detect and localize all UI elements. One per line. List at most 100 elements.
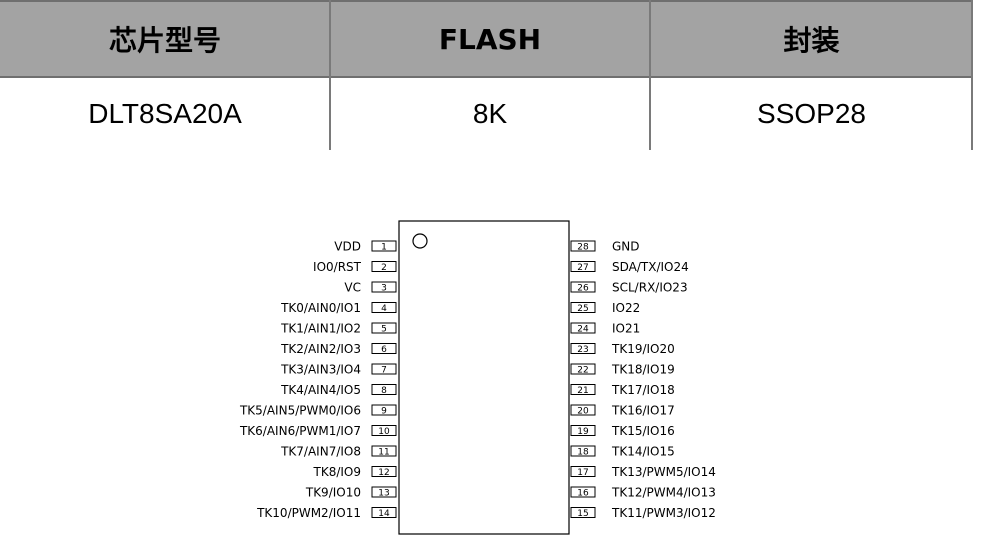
pin-box [371, 261, 397, 272]
pin-label: TK2/AIN2/IO3 [280, 342, 361, 356]
header-flash: FLASH [438, 22, 542, 56]
pin-box [570, 322, 596, 334]
pin-box [371, 404, 397, 416]
pin-box [371, 240, 397, 252]
pin-label: TK3/AIN3/IO4 [280, 363, 361, 377]
pin-box [371, 281, 397, 293]
pin-label: SCL/RX/IO23 [612, 281, 688, 295]
pin-label: TK8/IO9 [313, 465, 362, 479]
column-divider [329, 0, 331, 150]
pin-box [570, 363, 596, 375]
table-right-border [971, 0, 973, 150]
pin-box [570, 425, 596, 436]
header-package: 封装 [783, 24, 840, 57]
pin-box [371, 384, 397, 395]
cell-chip-model: DLT8SA20A [88, 98, 242, 129]
pin-label: TK16/IO17 [611, 404, 675, 418]
pin-box [570, 240, 596, 252]
pin-number: 13 [378, 489, 389, 499]
pin-number: 5 [381, 325, 387, 335]
pin-number: 22 [577, 366, 588, 376]
pin-label: TK4/AIN4/IO5 [280, 383, 361, 397]
pin-label: TK7/AIN7/IO8 [280, 445, 361, 459]
pin-box [371, 466, 397, 477]
pin-box [371, 445, 397, 457]
pin-number: 12 [378, 468, 389, 478]
pin-label: SDA/TX/IO24 [612, 260, 689, 274]
pin-box [371, 507, 397, 518]
pin-label: TK19/IO20 [611, 342, 675, 356]
pin-label: IO22 [612, 301, 640, 315]
pin-box [570, 445, 596, 457]
pin-box [371, 322, 397, 334]
pin-label: TK9/IO10 [305, 486, 361, 500]
table-header-row: 芯片型号 FLASH 封装 [0, 0, 973, 78]
pin-number: 8 [381, 386, 387, 396]
cell-flash: 8K [472, 98, 508, 129]
pin-number: 26 [577, 284, 589, 294]
pin-number: 2 [381, 263, 387, 273]
pin-label: IO21 [612, 322, 640, 336]
pin-number: 6 [381, 345, 387, 355]
pin-number: 25 [577, 304, 588, 314]
pin-box [570, 302, 596, 313]
pin-number: 4 [381, 304, 387, 314]
pin-label: TK13/PWM5/IO14 [611, 465, 716, 479]
pin-label: TK5/AIN5/PWM0/IO6 [239, 404, 361, 418]
pin-box [570, 261, 596, 272]
pin-label: TK10/PWM2/IO11 [256, 506, 361, 520]
pin-box [570, 507, 596, 518]
pin-label: VC [344, 281, 361, 295]
pin-number: 24 [577, 325, 589, 335]
pin-box [570, 466, 596, 477]
chip-body [398, 220, 570, 535]
pin-box [371, 486, 397, 498]
pin-number: 14 [378, 509, 390, 519]
spec-table: 芯片型号 FLASH 封装 DLT8SA20A 8K SSOP28 [0, 0, 983, 150]
pin-number: 27 [577, 263, 588, 273]
pin-box [570, 486, 596, 498]
pin-number: 17 [577, 468, 588, 478]
pin-number: 11 [378, 448, 389, 458]
pin-box [570, 404, 596, 416]
column-divider [649, 0, 651, 150]
pin-box [371, 425, 397, 436]
pin-number: 20 [577, 407, 589, 417]
pin-label: TK11/PWM3/IO12 [611, 506, 716, 520]
pin-number: 23 [577, 345, 588, 355]
pin-label: TK15/IO16 [611, 424, 675, 438]
pin-number: 16 [577, 489, 589, 499]
pin-number: 18 [577, 448, 589, 458]
pin-number: 7 [381, 366, 387, 376]
cell-package: SSOP28 [757, 98, 866, 129]
pin-label: GND [612, 240, 640, 254]
header-chip-model: 芯片型号 [108, 24, 221, 57]
pin-number: 21 [577, 386, 588, 396]
pin-label: TK12/PWM4/IO13 [611, 486, 716, 500]
pin-box [371, 302, 397, 313]
pin-label: TK6/AIN6/PWM1/IO7 [239, 424, 361, 438]
pin-number: 1 [381, 243, 387, 253]
pin-number: 15 [577, 509, 588, 519]
pin-box [570, 384, 596, 395]
pin-number: 3 [381, 284, 387, 294]
pin-box [371, 343, 397, 354]
pin-box [570, 343, 596, 354]
pin-number: 28 [577, 243, 589, 253]
pin-number: 19 [577, 427, 589, 437]
pin-label: TK17/IO18 [611, 383, 675, 397]
pin-label: TK18/IO19 [611, 363, 675, 377]
pin-label: TK0/AIN0/IO1 [280, 301, 361, 315]
pin-label: VDD [334, 240, 361, 254]
pin-box [371, 363, 397, 375]
table-row: DLT8SA20A 8K SSOP28 [0, 78, 973, 150]
pin-number: 9 [381, 407, 387, 417]
pin-box [570, 281, 596, 293]
right-pins: 28 GND 27 SDA/TX/IO24 26 SCL/RX/IO23 25 IO22 24 I… [570, 240, 716, 520]
pin1-marker-icon [412, 233, 428, 249]
pin-label: IO0/RST [313, 260, 362, 274]
pin-number: 10 [378, 427, 390, 437]
pin-label: TK14/IO15 [611, 445, 675, 459]
left-pins: 1 VDD 2 IO0/RST 3 VC 4 TK0/AIN0/IO1 5 TK1/AIN1/IO… [239, 240, 397, 520]
pin-label: TK1/AIN1/IO2 [280, 322, 361, 336]
